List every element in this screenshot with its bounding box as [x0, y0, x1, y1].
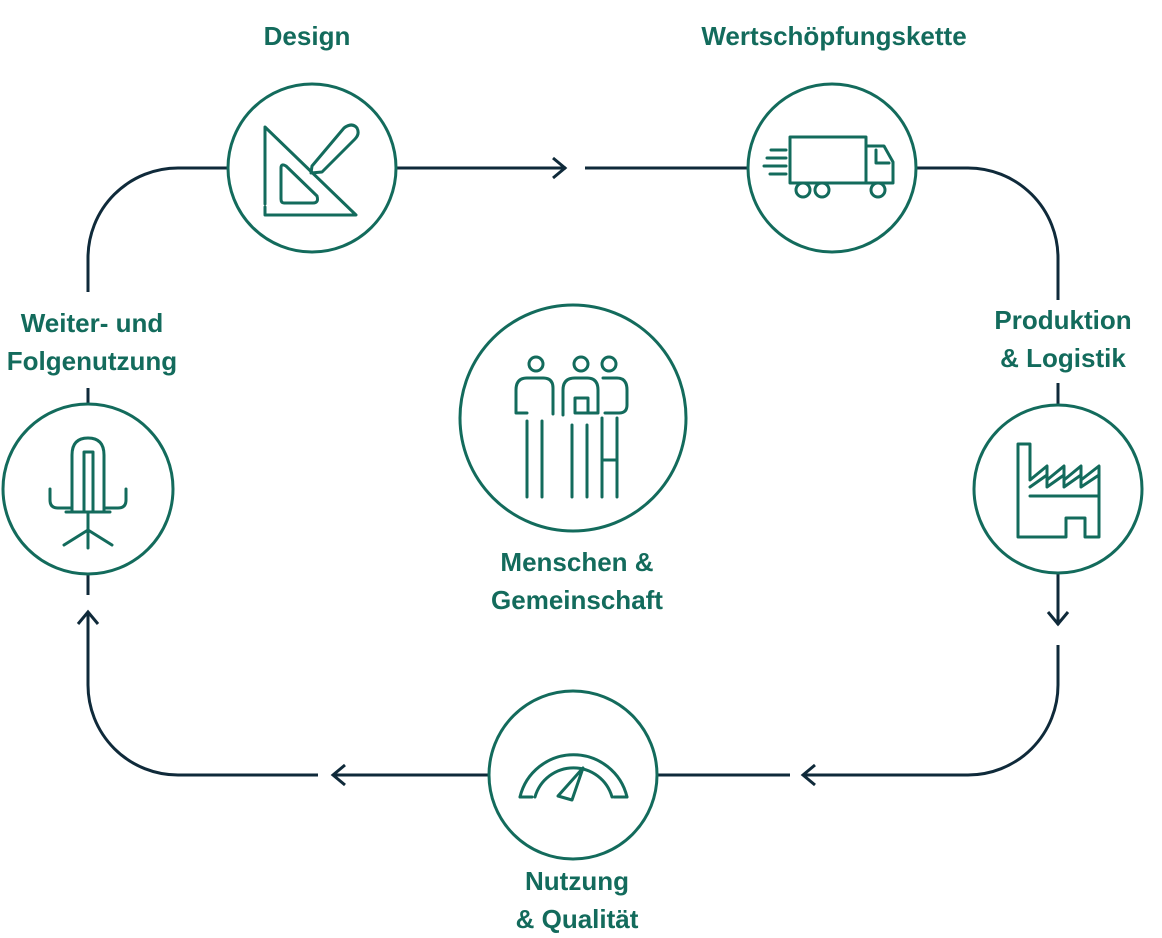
connector-production-to-usage — [803, 645, 1060, 777]
arrow-left-icon — [330, 763, 346, 787]
reuse-node — [1, 402, 175, 576]
set-square-pencil-icon — [263, 123, 360, 217]
people-label-line1: Menschen & — [500, 547, 654, 577]
reuse-label: Weiter- und Folgenutzung — [7, 304, 177, 380]
value-chain-label: Wertschöpfungskette — [701, 21, 967, 51]
people-label-line2: Gemeinschaft — [491, 585, 663, 615]
connector — [86, 612, 318, 777]
production-label-line1: Produktion — [994, 305, 1132, 335]
production-label: Produktion & Logistik — [994, 301, 1131, 377]
arrow-left-icon — [800, 763, 816, 787]
connector-reuse-to-design — [86, 166, 228, 292]
connector-value-chain-to-production — [916, 166, 1060, 300]
arrow-up-icon — [76, 609, 100, 625]
usage-label-line2: & Qualität — [515, 904, 639, 934]
usage-label-line1: Nutzung — [525, 866, 629, 896]
production-label-line2: & Logistik — [1000, 343, 1126, 373]
arrow-right-icon — [552, 156, 568, 180]
value-chain-node — [746, 82, 918, 254]
gauge-icon — [518, 753, 629, 802]
office-chair-icon — [48, 436, 128, 550]
reuse-label-line2: Folgenutzung — [6, 346, 178, 376]
people-group-icon — [514, 355, 629, 499]
usage-node — [487, 689, 659, 861]
usage-label: Nutzung & Qualität — [516, 862, 639, 938]
truck-icon — [762, 135, 895, 199]
factory-icon — [1016, 442, 1101, 539]
cycle-connectors — [76, 156, 1070, 787]
design-label: Design — [263, 21, 351, 51]
people-node — [458, 303, 688, 533]
reuse-label-line1: Weiter- und — [20, 308, 164, 338]
arrow-down-icon — [1046, 611, 1070, 627]
people-label: Menschen & Gemeinschaft — [491, 543, 663, 619]
production-node — [972, 403, 1144, 575]
